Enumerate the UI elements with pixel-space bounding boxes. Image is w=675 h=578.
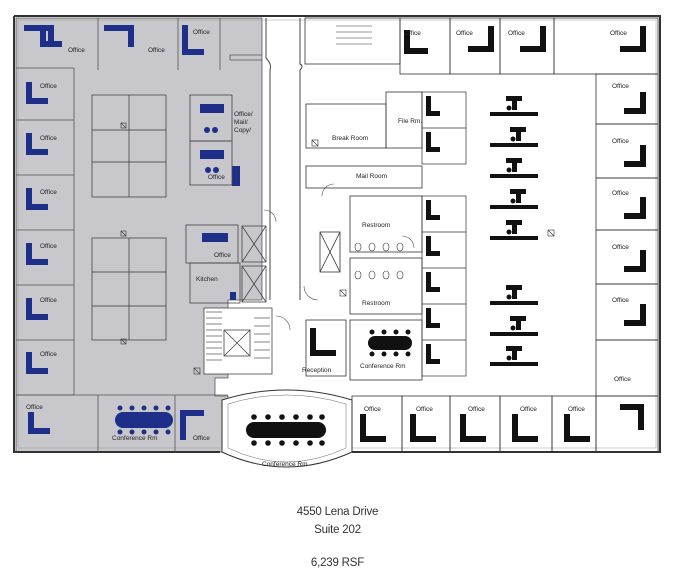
label-office: Office [40,189,57,196]
area-line: 6,239 RSF [310,557,365,569]
central-corridor [265,18,303,300]
label-reception: Reception [302,367,332,374]
label-office: Office [468,406,485,413]
label-office: Office [612,297,629,304]
label-office: Office [148,47,165,54]
label-office-mail-copy: Copy/ [234,127,251,134]
core-rooms [305,91,423,381]
label-office: Office [456,30,473,37]
label-office: Office [520,406,537,413]
left-office-row [16,18,228,452]
label-break-room: Break Room [332,135,368,142]
label-office: Office [612,190,629,197]
label-office: Office [404,30,421,37]
label-office: Office [364,406,381,413]
right-column-offices [595,73,659,453]
columns-left [120,122,127,345]
label-office: Office [208,174,225,181]
label-office: Office [40,243,57,250]
label-office: Office [416,406,433,413]
door-swings [263,183,415,331]
label-office-mail-copy: Office/ [234,111,253,118]
columns-right [193,139,555,375]
label-restroom: Restroom [362,222,390,229]
label-office: Office [193,435,210,442]
label-office: Office [612,83,629,90]
blue-desks [24,25,240,440]
restroom-fixtures [354,242,404,280]
bay-conference-room [221,389,353,468]
suite-line: Suite 202 [314,524,361,536]
conference-table-right [368,329,412,357]
label-office: Office [612,138,629,145]
label-restroom: Restroom [362,300,390,307]
stairs [206,25,372,361]
label-office-mail-copy: Mail/ [234,119,248,126]
label-conference: Conference Rm [360,363,406,370]
floor-plan: Office Office Office Office Office Offic… [13,15,661,468]
label-conference: Conference Rm [262,461,308,468]
label-mail-room: Mail Room [356,173,387,180]
label-office: Office [40,351,57,358]
label-office: Office [214,252,231,259]
label-office: Office [26,404,43,411]
address-line: 4550 Lena Drive [296,506,379,518]
open-workstations [91,94,167,341]
label-office: Office [508,30,525,37]
gray-side-rooms [185,94,273,375]
label-file-room: File Rm. [398,118,422,125]
label-office: Office [568,406,585,413]
label-conference: Conference Rm [112,435,158,442]
cube-desks [426,96,440,364]
label-office: Office [40,297,57,304]
label-office: Office [610,30,627,37]
window-mullions [17,19,657,449]
open-desks-right [490,96,538,366]
label-kitchen: Kitchen [196,276,218,283]
black-desks [310,26,646,442]
bottom-offices [351,395,597,453]
label-office: Office [612,244,629,251]
label-office: Office [614,376,631,383]
room-labels: Office Office Office Office Office Offic… [26,29,631,468]
label-office: Office [40,135,57,142]
label-office: Office [193,29,210,36]
label-office: Office [68,47,85,54]
label-office: Office [40,83,57,90]
